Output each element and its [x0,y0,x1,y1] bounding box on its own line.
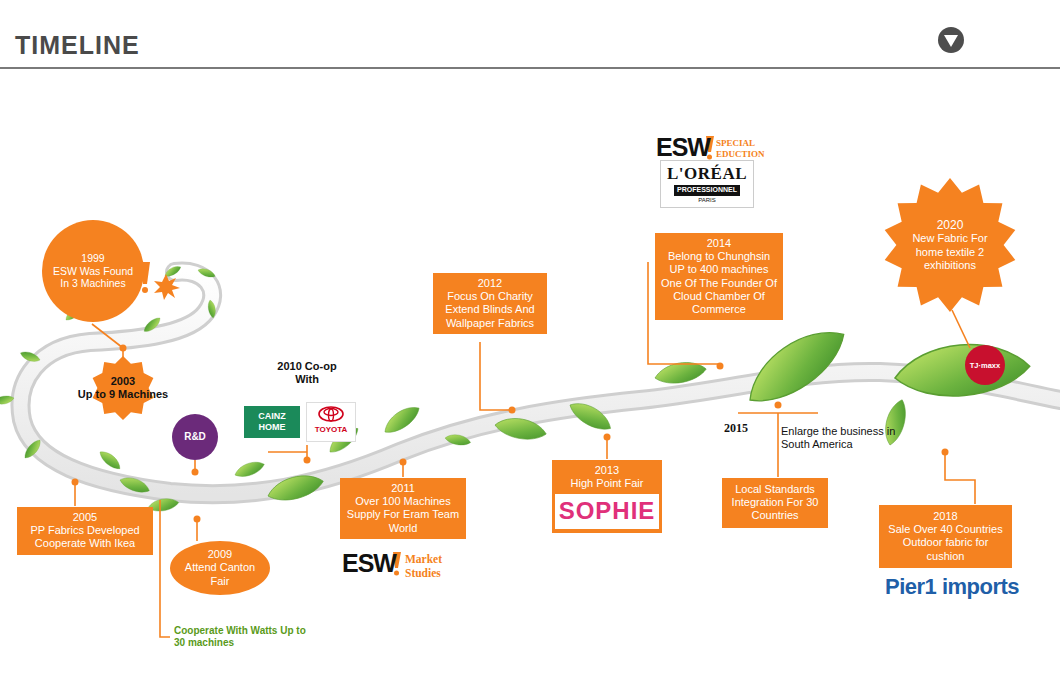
node-heading: L'ORÉAL [667,164,747,184]
node-heading: 2005 [73,511,97,524]
year-star: 2020New Fabric For home textile 2 exhibi… [878,178,1022,312]
node-text: PARIS [698,197,716,204]
node-text: Over 100 Machines Supply For Eram Team W… [346,495,460,535]
node-text: New Fabric For home textile 2 exhibition… [904,232,996,272]
node-heading: 2003 [111,375,135,388]
node-heading: 2013 [595,464,619,477]
node-text: Attend Canton Fair [178,561,262,587]
node-text: Belong to Chunghsin UP to 400 machines O… [661,250,777,316]
node-heading: 2020 [937,218,964,232]
node-heading: Local Standards Integration For 30 Count… [728,483,822,523]
partner-logo: TOYOTA [306,402,356,442]
logo-text: Market Studies [405,553,463,581]
year-oval: 2009Attend Canton Fair [170,541,270,595]
node-heading: SOPHIE [559,497,656,526]
leader-lines [75,262,975,637]
node-heading: 2011 [391,482,415,495]
info-box: Local Standards Integration For 30 Count… [722,478,828,528]
partner-logo: SOPHIE [555,494,659,529]
ribbon [21,272,1060,495]
node-heading: 1999 [81,252,104,265]
spark-star [154,274,180,300]
node-heading: TOYOTA [315,425,348,435]
year-star: 2003Up to 9 Machines [58,356,188,420]
star-outline [878,178,1022,312]
year-box: 2011Over 100 Machines Supply For Eram Te… [340,478,466,539]
node-text: Focus On Charity Extend Blinds And Wallp… [439,290,541,330]
node-heading: 2012 [478,277,502,290]
node-text: Sale Over 40 Countries Outdoor fabric fo… [885,523,1006,563]
partner-logo: TJ·maxx [965,345,1005,385]
menu-icon [938,27,964,53]
node-heading: CAINZ HOME [246,411,298,433]
logo-text: ESW [342,548,396,578]
node-text: PROFESSIONNEL [674,185,740,195]
node-heading: TJ·maxx [970,361,1000,370]
rd-circle: R&D [172,414,218,460]
year-box: 2014Belong to Chunghsin UP to 400 machin… [655,233,783,320]
year-label: 2010 Co-op With [266,360,348,386]
header-rule [0,67,1060,69]
year-box: 2012Focus On Charity Extend Blinds And W… [433,273,547,334]
page-title: TIMELINE [15,30,140,60]
leaves [0,264,1032,514]
year-circle: 1999ESW Was Found In 3 Machines [42,220,144,322]
node-text: High Point Fair [571,477,644,490]
partner-logo: L'ORÉALPROFESSIONNEL PARIS [660,160,754,208]
node-heading: 2009 [208,548,232,561]
partner-logo: CAINZ HOME [244,406,300,438]
node-text: Up to 9 Machines [78,388,168,401]
year-box: 2018Sale Over 40 Countries Outdoor fabri… [879,505,1012,568]
note-text: Enlarge the business in South America [781,425,901,451]
node-heading: 2014 [707,237,731,250]
brand-logo: Pier1 imports [885,574,1019,600]
year-label: 2015 [724,421,748,435]
year-box: 2005PP Fabrics Developed Cooperate With … [17,507,153,555]
node-heading: 2018 [933,510,957,523]
note-text: Cooperate With Watts Up to 30 machines [174,625,314,649]
node-text: PP Fabrics Developed Cooperate With Ikea [23,524,147,550]
logo-text: SPECIAL EDUCTION [716,138,786,160]
node-text: ESW Was Found In 3 Machines [52,265,134,290]
node-heading: R&D [184,431,206,443]
car-emblem [318,406,344,422]
logo-text: ESW [656,132,710,162]
year-box: 2013High Point FairSOPHIE [552,460,662,533]
